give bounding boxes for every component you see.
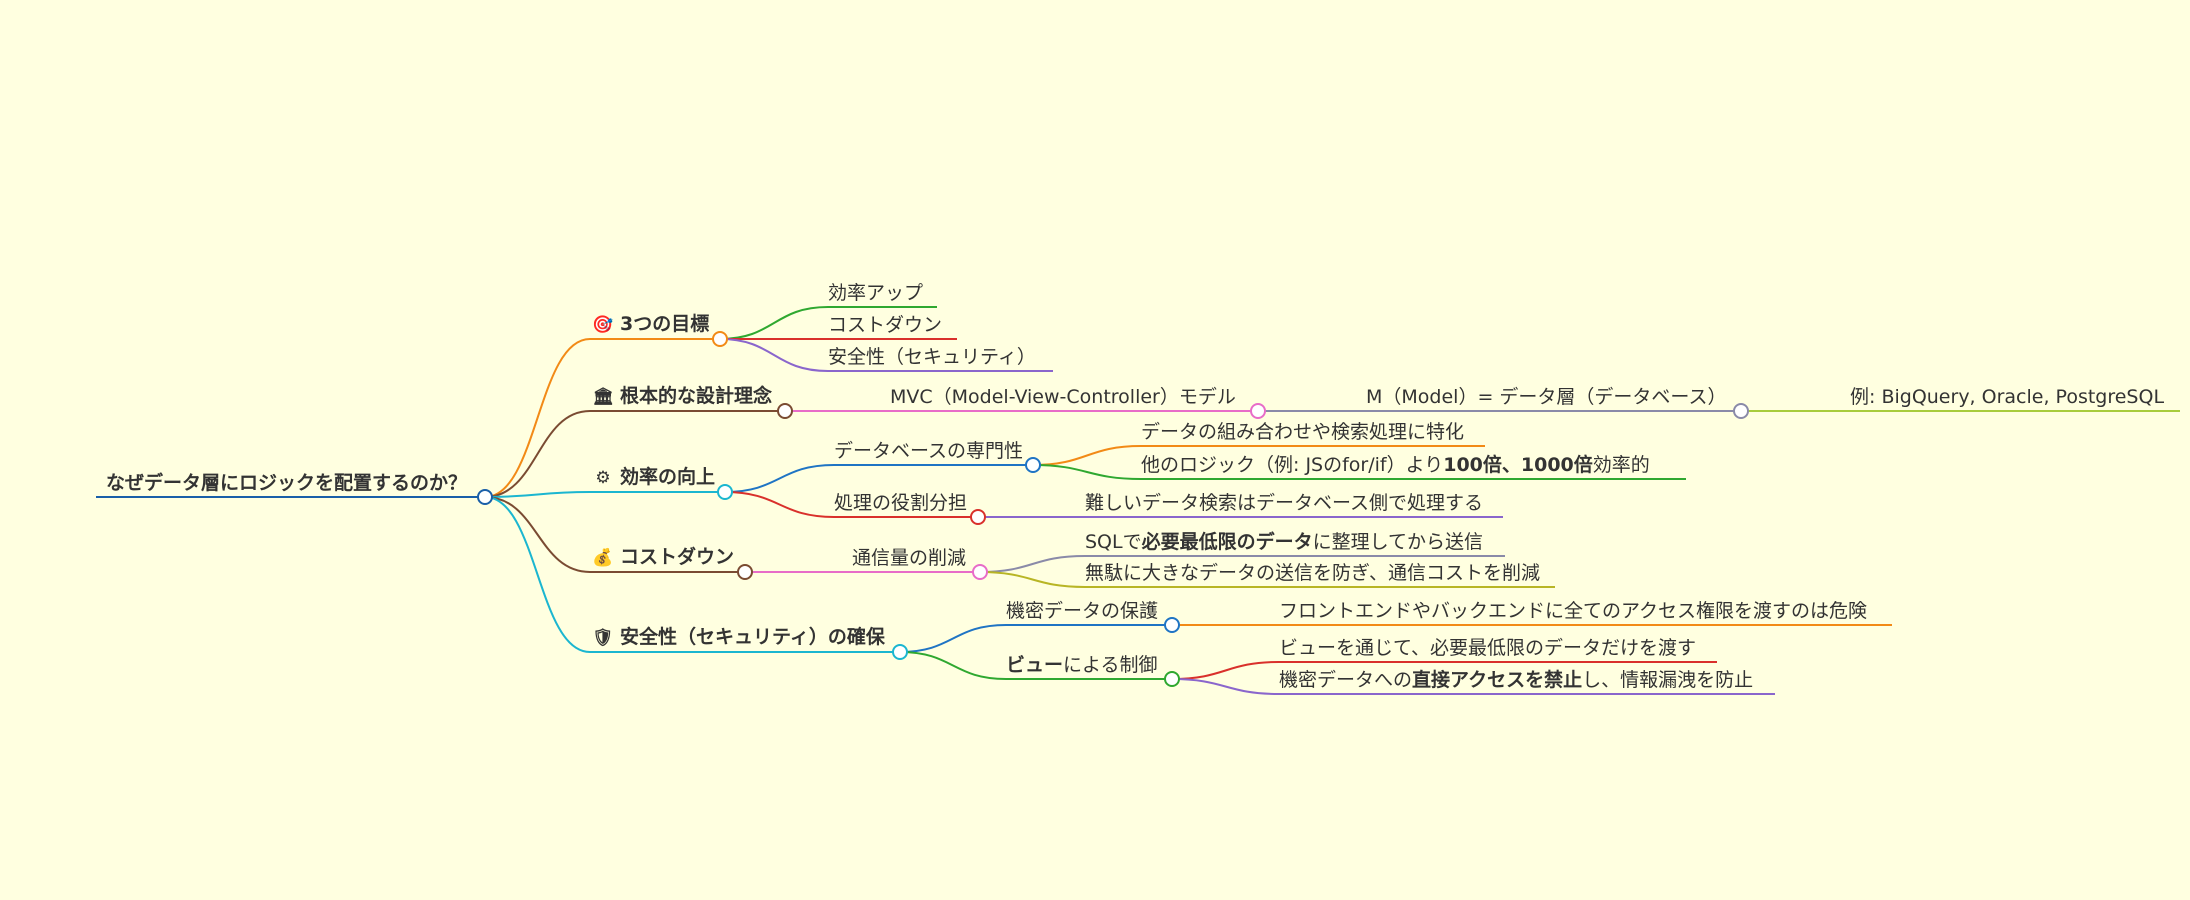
connector-root-cost [484,496,745,573]
security-view-control-post: による制御 [1063,654,1158,676]
branch-principle-label: 根本的な設計理念 [620,385,773,407]
principle-mvc-label: MVC（Model-View-Controller）モデル [890,386,1236,408]
expertise-item-faster[interactable]: 他のロジック（例: JSのfor/if）より100倍、1000倍効率的 [1141,453,1650,477]
security-view-control[interactable]: ビューによる制御 [1006,653,1157,677]
branch-goals-label: 3つの目標 [620,313,710,335]
branch-security-label: 安全性（セキュリティ）の確保 [620,626,885,648]
principle-model[interactable]: M（Model）= データ層（データベース） [1366,385,1726,409]
expertise-item-faster-bold: 100倍、1000倍 [1443,454,1593,476]
protection-item-danger[interactable]: フロントエンドやバックエンドに全てのアクセス権限を渡すのは危険 [1279,599,1867,623]
connector-root-goals [484,338,720,498]
branch-security[interactable]: 🛡 安全性（セキュリティ）の確保 [590,625,885,650]
target-icon: 🎯 [592,315,614,335]
branch-principle[interactable]: 🏛 根本的な設計理念 [590,384,772,409]
connector-goals-security [719,338,1053,372]
shield-icon: 🛡 [592,628,614,648]
branch-goals[interactable]: 🎯 3つの目標 [590,312,709,337]
principle-mvc[interactable]: MVC（Model-View-Controller）モデル [890,385,1236,409]
traffic-node-handle[interactable] [972,564,988,580]
view-item-prohibit-post: し、情報漏洩を防止 [1582,669,1754,691]
principle-example-label: 例: BigQuery, Oracle, PostgreSQL [1850,386,2165,408]
branch-efficiency[interactable]: ⚙ 効率の向上 [590,465,715,490]
expertise-item-specialized-label: データの組み合わせや検索処理に特化 [1141,421,1465,443]
root-node-handle[interactable] [477,489,493,505]
expertise-item-specialized[interactable]: データの組み合わせや検索処理に特化 [1141,420,1464,444]
principle-model-label: M（Model）= データ層（データベース） [1366,386,1727,408]
traffic-item-minimal[interactable]: SQLで必要最低限のデータに整理してから送信 [1085,530,1483,554]
connector-view-minimal [1171,661,1717,680]
security-data-protection-label: 機密データの保護 [1006,600,1159,622]
view-item-prohibit-bold: 直接アクセスを禁止 [1412,669,1583,691]
goals-item-cost-label: コストダウン [828,314,943,336]
protection-node-handle[interactable] [1164,617,1180,633]
goals-item-security[interactable]: 安全性（セキュリティ） [828,345,1036,369]
traffic-item-cost-label: 無駄に大きなデータの送信を防ぎ、通信コストを削減 [1085,562,1541,584]
protection-item-danger-label: フロントエンドやバックエンドに全てのアクセス権限を渡すのは危険 [1279,600,1868,622]
connector-traffic-minimal [979,555,1505,573]
efficiency-role-division[interactable]: 処理の役割分担 [834,491,967,515]
branch-cost[interactable]: 💰 コストダウン [590,545,734,570]
view-item-prohibit-pre: 機密データへの [1279,669,1413,691]
traffic-item-minimal-pre: SQLで [1085,531,1142,553]
classical-building-icon: 🏛 [592,387,614,407]
security-view-control-bold: ビュー [1006,654,1064,676]
goals-item-security-label: 安全性（セキュリティ） [828,346,1036,368]
cost-node-handle[interactable] [737,564,753,580]
connector-expertise-specialized [1032,445,1485,466]
expertise-item-faster-post: 効率的 [1592,454,1650,476]
connector-security-view [899,651,1172,680]
root-node-label: なぜデータ層にロジックを配置するのか？ [106,472,468,494]
principle-node-handle[interactable] [777,403,793,419]
expertise-node-handle[interactable] [1025,457,1041,473]
role-item-db-search-label: 難しいデータ検索はデータベース側で処理する [1085,492,1484,514]
goals-item-cost[interactable]: コストダウン [828,313,942,337]
view-node-handle[interactable] [1164,671,1180,687]
goals-node-handle[interactable] [712,331,728,347]
cost-traffic-reduction-label: 通信量の削減 [852,547,967,569]
root-node[interactable]: なぜデータ層にロジックを配置するのか？ [106,471,467,495]
money-bag-icon: 💰 [592,548,614,568]
connector-root-efficiency [484,491,725,498]
cost-traffic-reduction[interactable]: 通信量の削減 [852,546,966,570]
connector-efficiency-role [724,491,978,518]
principle-example[interactable]: 例: BigQuery, Oracle, PostgreSQL [1850,385,2164,409]
view-item-minimal[interactable]: ビューを通じて、必要最低限のデータだけを渡す [1279,636,1696,660]
security-node-handle[interactable] [892,644,908,660]
connector-view-prohibit [1171,678,1775,695]
efficiency-expertise-label: データベースの専門性 [834,440,1024,462]
view-item-minimal-label: ビューを通じて、必要最低限のデータだけを渡す [1279,637,1697,659]
mvc-node-handle[interactable] [1250,403,1266,419]
security-data-protection[interactable]: 機密データの保護 [1006,599,1158,623]
connector-expertise-faster [1032,464,1686,480]
efficiency-node-handle[interactable] [717,484,733,500]
connector-traffic-cost [979,571,1555,588]
branch-cost-label: コストダウン [620,546,735,568]
connector-root-security [484,496,900,653]
model-node-handle[interactable] [1733,403,1749,419]
connector-goals-efficiency [719,306,937,340]
expertise-item-faster-pre: 他のロジック（例: JSのfor/if）より [1141,454,1444,476]
efficiency-expertise[interactable]: データベースの専門性 [834,439,1023,463]
view-item-prohibit[interactable]: 機密データへの直接アクセスを禁止し、情報漏洩を防止 [1279,668,1753,692]
connector-root-principle [484,410,785,498]
connector-security-protection [899,624,1172,653]
goals-item-efficiency-label: 効率アップ [828,282,924,304]
traffic-item-minimal-post: に整理してから送信 [1312,531,1484,553]
efficiency-role-division-label: 処理の役割分担 [834,492,968,514]
gear-icon: ⚙ [595,468,611,488]
role-item-db-search[interactable]: 難しいデータ検索はデータベース側で処理する [1085,491,1483,515]
branch-efficiency-label: 効率の向上 [620,466,716,488]
traffic-item-minimal-bold: 必要最低限のデータ [1141,531,1313,553]
traffic-item-cost[interactable]: 無駄に大きなデータの送信を防ぎ、通信コストを削減 [1085,561,1540,585]
role-node-handle[interactable] [970,509,986,525]
connector-efficiency-expertise [724,464,1033,493]
goals-item-efficiency[interactable]: 効率アップ [828,281,923,305]
